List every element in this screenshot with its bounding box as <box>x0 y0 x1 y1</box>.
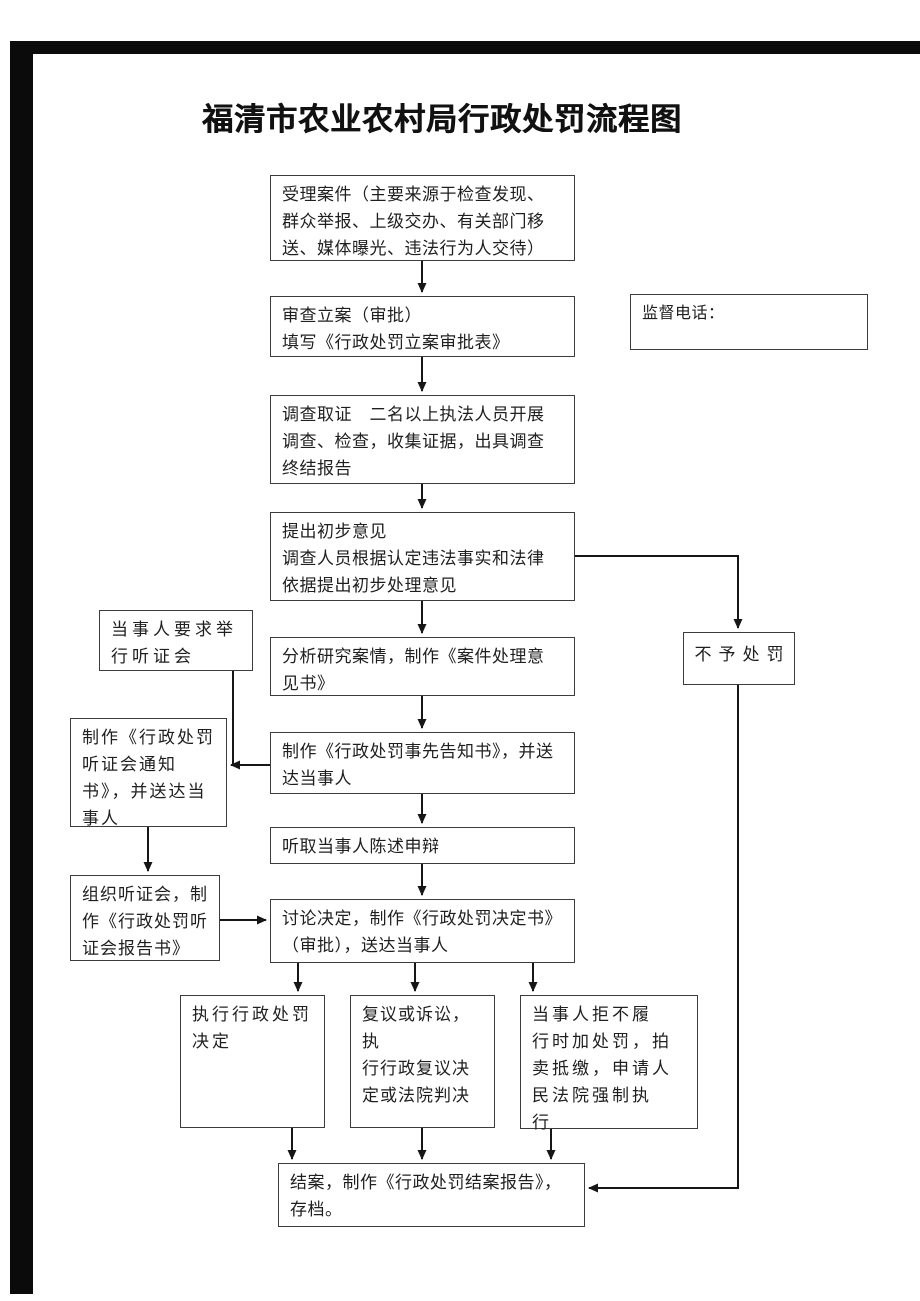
page-title: 福清市农业农村局行政处罚流程图 <box>202 102 682 137</box>
hearing-hold-box: 组织听证会，制 作《行政处罚听 证会报告书》 <box>70 875 220 961</box>
scan-edge-left <box>10 41 33 1294</box>
scan-edge-top <box>10 41 920 54</box>
hearing-request-box: 当事人要求举 行听证会 <box>99 610 253 671</box>
outcome-execute-box: 执行行政处罚 决定 <box>180 995 325 1128</box>
case-closing-box: 结案，制作《行政处罚结案报告》， 存档。 <box>278 1163 585 1227</box>
hearing-notice-box: 制作《行政处罚 听证会通知 书》，并送达当 事人 <box>70 718 227 828</box>
flow-box-decision: 讨论决定，制作《行政处罚决定书》 （审批），送达当事人 <box>270 899 575 963</box>
outcome-reconsider-box: 复议或诉讼，执 行行政复议决 定或法院判决 <box>350 995 495 1128</box>
flow-box-investigate-evidence: 调查取证 二名以上执法人员开展 调查、检查，收集证据，出具调查 终结报告 <box>270 395 575 484</box>
flow-box-advance-notice: 制作《行政处罚事先告知书》，并送 达当事人 <box>270 732 575 794</box>
supervision-phone-box: 监督电话： <box>630 294 868 350</box>
flow-box-preliminary-opinion: 提出初步意见 调查人员根据认定违法事实和法律 依据提出初步处理意见 <box>270 512 575 601</box>
outcome-refuse-enforce-box: 当事人拒不履 行时加处罚，拍 卖抵缴，申请人 民法院强制执 行 <box>520 995 698 1132</box>
flow-box-intake-case: 受理案件（主要来源于检查发现、 群众举报、上级交办、有关部门移 送、媒体曝光、违… <box>270 175 575 261</box>
arrow-preliminary-nopunish <box>575 555 743 629</box>
flow-box-analyze-case: 分析研究案情，制作《案件处理意 见书》 <box>270 637 575 696</box>
flow-box-listen-statement: 听取当事人陈述申辩 <box>270 827 575 864</box>
flow-box-review-filing: 审查立案（审批） 填写《行政处罚立案审批表》 <box>270 296 575 357</box>
no-punishment-box: 不予处罚 <box>683 632 795 685</box>
